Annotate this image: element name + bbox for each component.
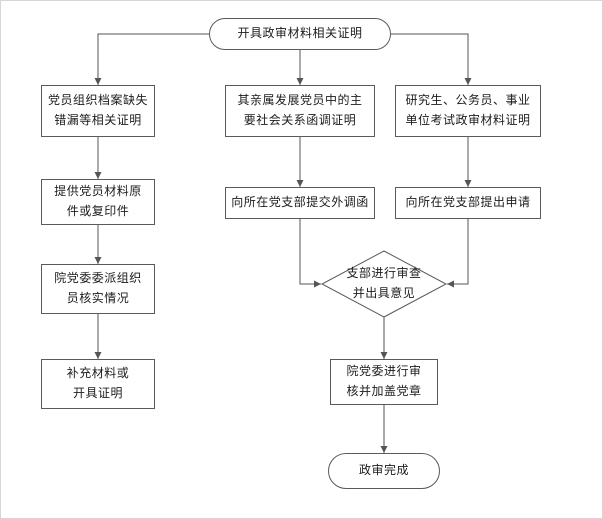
node-provide-original-or-copy: 提供党员材料原 件或复印件 [41, 179, 155, 225]
node-branch-review-decision: 支部进行审查 并出具意见 [346, 266, 422, 300]
node-committee-approve-seal: 院党委进行审 核并加盖党章 [330, 359, 438, 405]
node-exam-political-review-certificate: 研究生、公务员、事业 单位考试政审材料证明 [395, 85, 541, 137]
node-supplement-or-issue: 补充材料或 开具证明 [41, 359, 155, 409]
review-diamond-shape [320, 250, 448, 318]
edge-mid2-review [299, 219, 321, 288]
node-start: 开具政审材料相关证明 [209, 18, 391, 50]
edge-start-right1 [391, 33, 472, 85]
node-submit-external-letter: 向所在党支部提交外调函 [225, 187, 375, 219]
node-relative-social-relation-certificate: 其亲属发展党员中的主 要社会关系函调证明 [225, 85, 375, 137]
node-committee-verify: 院党委委派组织 员核实情况 [41, 264, 155, 314]
edge-right2-review [447, 219, 469, 288]
node-end: 政审完成 [328, 453, 440, 489]
node-archive-missing-certificate: 党员组织档案缺失 错漏等相关证明 [41, 85, 155, 137]
edge-start-left1 [94, 33, 209, 85]
node-submit-application: 向所在党支部提出申请 [395, 187, 541, 219]
